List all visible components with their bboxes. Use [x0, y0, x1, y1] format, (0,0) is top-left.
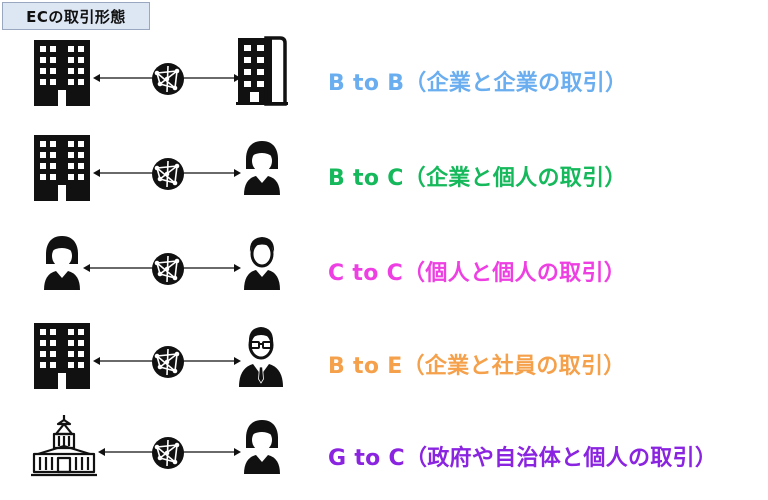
row-label-b-to-c: B to C（企業と個人の取引） [328, 166, 627, 191]
page-title: ECの取引形態 [2, 2, 150, 30]
globe-network-icon [151, 436, 185, 470]
row-b-to-c: B to C（企業と個人の取引） [0, 133, 768, 223]
government-building-icon [30, 414, 98, 478]
man-icon [240, 232, 284, 290]
office-building-icon [32, 133, 92, 201]
globe-network-icon [151, 62, 185, 96]
tower-building-icon [236, 35, 288, 107]
woman-icon [240, 418, 284, 474]
globe-network-icon [151, 157, 185, 191]
row-b-to-b: B to B（企業と企業の取引） [0, 35, 768, 128]
office-building-icon [32, 321, 92, 389]
row-label-g-to-c: G to C（政府や自治体と個人の取引） [328, 446, 718, 471]
row-label-b-to-b: B to B（企業と企業の取引） [328, 71, 628, 96]
woman-icon [40, 234, 84, 290]
row-c-to-c: C to C（個人と個人の取引） [0, 228, 768, 318]
row-label-c-to-c: C to C（個人と個人の取引） [328, 261, 627, 286]
globe-network-icon [151, 252, 185, 286]
row-b-to-e: B to E（企業と社員の取引） [0, 321, 768, 411]
office-building-icon [32, 38, 92, 106]
row-label-b-to-e: B to E（企業と社員の取引） [328, 354, 626, 379]
businessman-with-glasses-icon [236, 323, 286, 387]
woman-icon [240, 139, 284, 195]
row-g-to-c: G to C（政府や自治体と個人の取引） [0, 410, 768, 500]
globe-network-icon [151, 345, 185, 379]
